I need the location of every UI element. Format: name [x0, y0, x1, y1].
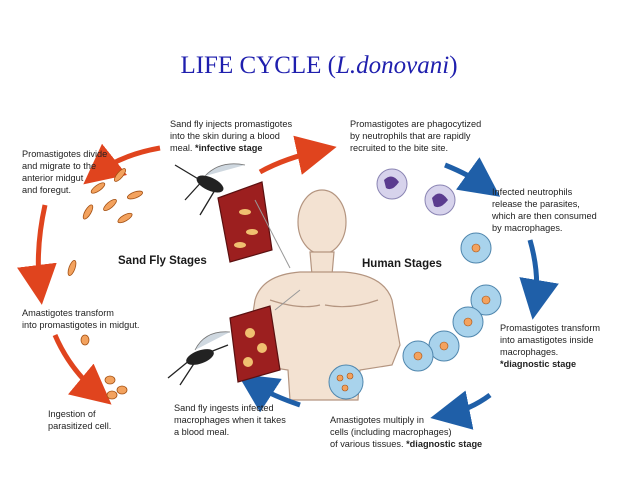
human-figure — [247, 189, 401, 401]
sand-fly-lower — [167, 331, 231, 386]
label-ingests: Sand fly ingests infected macrophages wh… — [174, 403, 286, 437]
label-divide: Promastigotes divide and migrate to the … — [22, 149, 108, 195]
sand-fly-stages-label: Sand Fly Stages — [118, 255, 207, 267]
sand-fly-upper — [174, 163, 246, 216]
sand-fly-cycle-arrows — [17, 135, 337, 405]
label-ingestion: Ingestion of parasitized cell. — [48, 409, 112, 431]
label-injects: Sand fly injects promastigotes into the … — [170, 119, 293, 153]
label-transform-human: Promastigotes transform into amastigotes… — [500, 323, 601, 369]
amastigotes — [336, 243, 491, 392]
label-neutrophils: Infected neutrophils release the parasit… — [492, 187, 597, 233]
bite-skin-panel-lower — [229, 289, 301, 383]
human-cycle-arrows — [237, 157, 559, 430]
label-phagocytized: Promastigotes are phagocytized by neutro… — [350, 119, 482, 153]
neutrophil-cells — [376, 168, 456, 216]
human-stages-label: Human Stages — [362, 258, 442, 270]
label-transform-midgut: Amastigotes transform into promastigotes… — [22, 308, 140, 330]
page-title: LIFE CYCLE (L.donovani) — [180, 52, 458, 79]
label-multiply: Amastigotes multiply in cells (including… — [330, 415, 483, 449]
promastigotes-midgut — [67, 168, 143, 400]
bite-skin-panel-upper — [217, 181, 291, 269]
